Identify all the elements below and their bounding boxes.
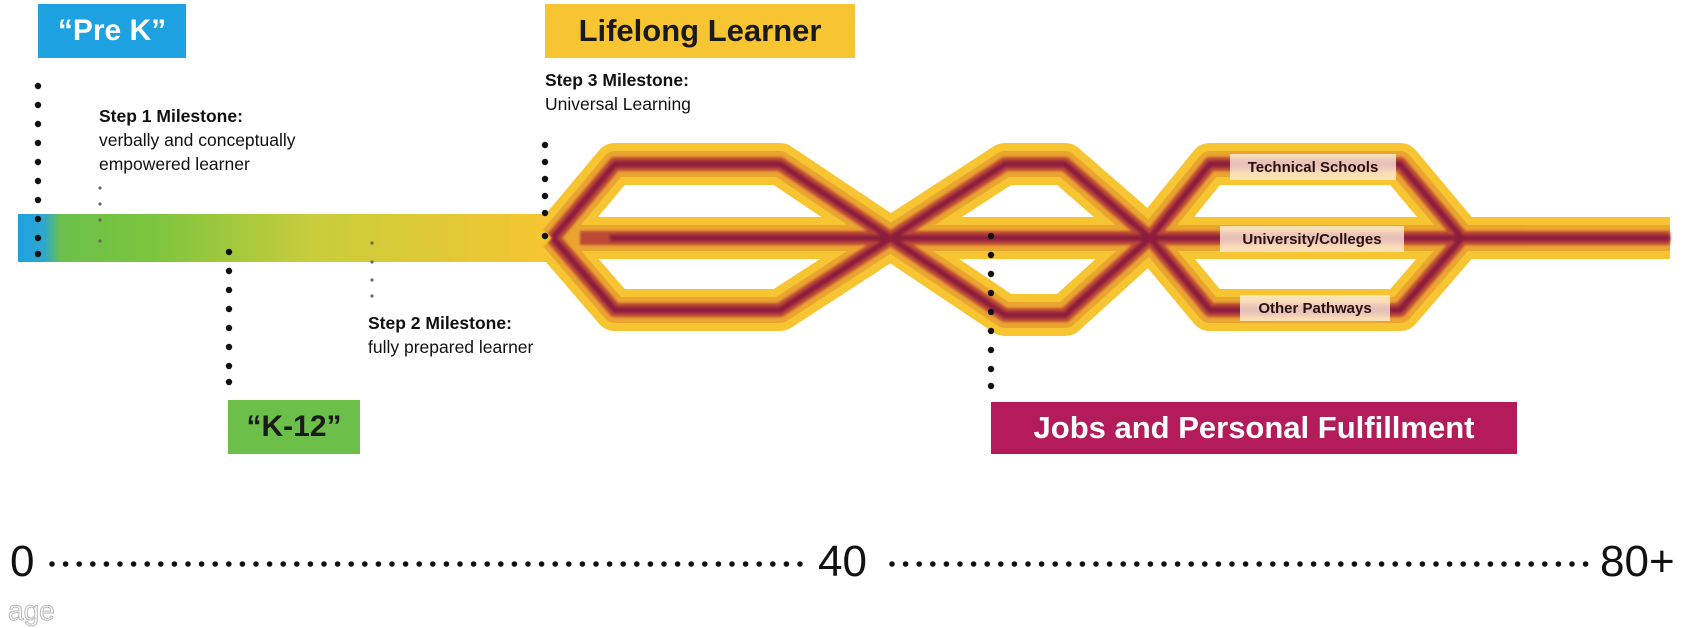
k12-box: “K-12” — [228, 400, 360, 454]
jobs-leader-dots — [987, 232, 995, 390]
step2-line1: fully prepared learner — [368, 337, 534, 357]
step1-line1: verbally and conceptually — [99, 130, 296, 150]
k12-leader-dots — [225, 248, 233, 386]
lifelong-leader-dots — [541, 141, 549, 240]
axis-age-label: age — [8, 595, 56, 626]
step3-line1: Universal Learning — [545, 94, 691, 114]
step1-title: Step 1 Milestone: — [99, 106, 243, 126]
step2-milestone: Step 2 Milestone: fully prepared learner — [368, 311, 533, 359]
jobs-fulfillment-box: Jobs and Personal Fulfillment — [991, 402, 1517, 454]
pathway-other-pathways: Other Pathways — [1240, 295, 1390, 321]
pathway-university-colleges: University/Colleges — [1220, 226, 1404, 252]
step1-leader-dots — [98, 186, 102, 243]
step3-milestone: Step 3 Milestone: Universal Learning — [545, 68, 691, 116]
step2-leader-dots — [370, 241, 374, 298]
axis-start-label: 0 — [10, 537, 35, 586]
step1-line2: empowered learner — [99, 154, 250, 174]
age-axis-dots — [49, 561, 1589, 567]
axis-end-label: 80+ — [1600, 537, 1675, 586]
pre-k-box: “Pre K” — [38, 4, 186, 58]
step3-title: Step 3 Milestone: — [545, 70, 689, 90]
early-learning-strip — [18, 214, 553, 262]
lifelong-learner-box: Lifelong Learner — [545, 4, 855, 58]
step2-title: Step 2 Milestone: — [368, 313, 512, 333]
pathway-technical-schools: Technical Schools — [1230, 154, 1396, 180]
step1-milestone: Step 1 Milestone: verbally and conceptua… — [99, 104, 296, 176]
axis-middle-label: 40 — [818, 537, 867, 586]
pre-k-leader-dots — [34, 82, 42, 258]
